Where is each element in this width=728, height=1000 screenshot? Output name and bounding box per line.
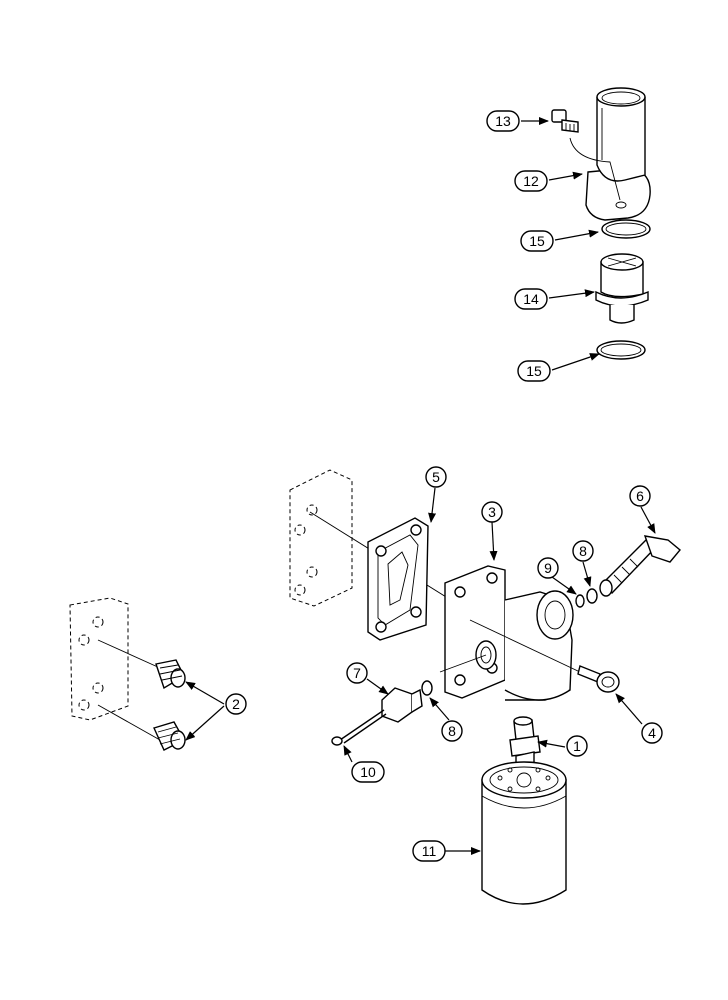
callout-4: 4 bbox=[641, 722, 663, 744]
callout-9-label: 9 bbox=[544, 560, 552, 576]
callout-11: 11 bbox=[412, 840, 446, 862]
callout-13: 13 bbox=[486, 110, 520, 132]
callout-10-label: 10 bbox=[360, 764, 376, 780]
o-ring-15-lower-part bbox=[596, 340, 646, 360]
engine-block-left-outline bbox=[69, 597, 161, 741]
callout-11-label: 11 bbox=[422, 843, 437, 859]
callout-7: 7 bbox=[346, 662, 368, 684]
callout-9: 9 bbox=[537, 557, 559, 579]
plug-2-upper-part bbox=[155, 659, 186, 690]
plug-2-lower-part bbox=[153, 721, 186, 751]
callout-13-label: 13 bbox=[495, 113, 511, 129]
fitting-1-part bbox=[509, 716, 541, 769]
callout-8-upper: 8 bbox=[572, 540, 594, 562]
filter-11-part bbox=[481, 761, 567, 905]
callout-5-label: 5 bbox=[432, 469, 440, 485]
callout-4-label: 4 bbox=[648, 725, 656, 741]
callout-14-label: 14 bbox=[523, 291, 539, 307]
callout-6-label: 6 bbox=[636, 488, 644, 504]
callout-15-lower: 15 bbox=[517, 360, 551, 382]
callout-15-lower-label: 15 bbox=[526, 363, 542, 379]
callout-8-upper-label: 8 bbox=[579, 543, 587, 559]
callout-5: 5 bbox=[425, 466, 447, 488]
gasket-5-part bbox=[367, 517, 429, 641]
o-ring-8-upper-part bbox=[586, 588, 598, 604]
callout-10: 10 bbox=[351, 761, 385, 783]
bolt-13-part bbox=[551, 109, 579, 133]
callout-7-label: 7 bbox=[353, 665, 361, 681]
leader-lines bbox=[185, 117, 656, 855]
callout-6: 6 bbox=[629, 485, 651, 507]
o-ring-9-part bbox=[575, 594, 585, 608]
callout-3-label: 3 bbox=[488, 504, 496, 520]
bolt-4-part bbox=[577, 665, 620, 693]
o-ring-15-upper-part bbox=[601, 219, 651, 239]
callout-1: 1 bbox=[566, 735, 588, 757]
thermostat-housing-part bbox=[569, 87, 651, 221]
filter-head-3-part bbox=[439, 565, 581, 701]
o-ring-8-lower-part bbox=[421, 680, 433, 696]
callout-12-label: 12 bbox=[523, 173, 539, 189]
callout-14: 14 bbox=[514, 288, 548, 310]
callout-1-label: 1 bbox=[573, 738, 581, 754]
sensor-7-part bbox=[381, 687, 423, 723]
callout-2: 2 bbox=[225, 693, 247, 715]
callout-2-label: 2 bbox=[232, 696, 240, 712]
valve-6-part bbox=[599, 535, 681, 597]
callout-15-upper: 15 bbox=[520, 230, 554, 252]
thermostat-14-part bbox=[595, 253, 649, 324]
screw-10-part bbox=[331, 709, 387, 746]
callout-8-lower-label: 8 bbox=[448, 723, 456, 739]
callout-8-lower: 8 bbox=[441, 720, 463, 742]
callout-12: 12 bbox=[514, 170, 548, 192]
callout-15-upper-label: 15 bbox=[529, 233, 545, 249]
callout-3: 3 bbox=[481, 501, 503, 523]
